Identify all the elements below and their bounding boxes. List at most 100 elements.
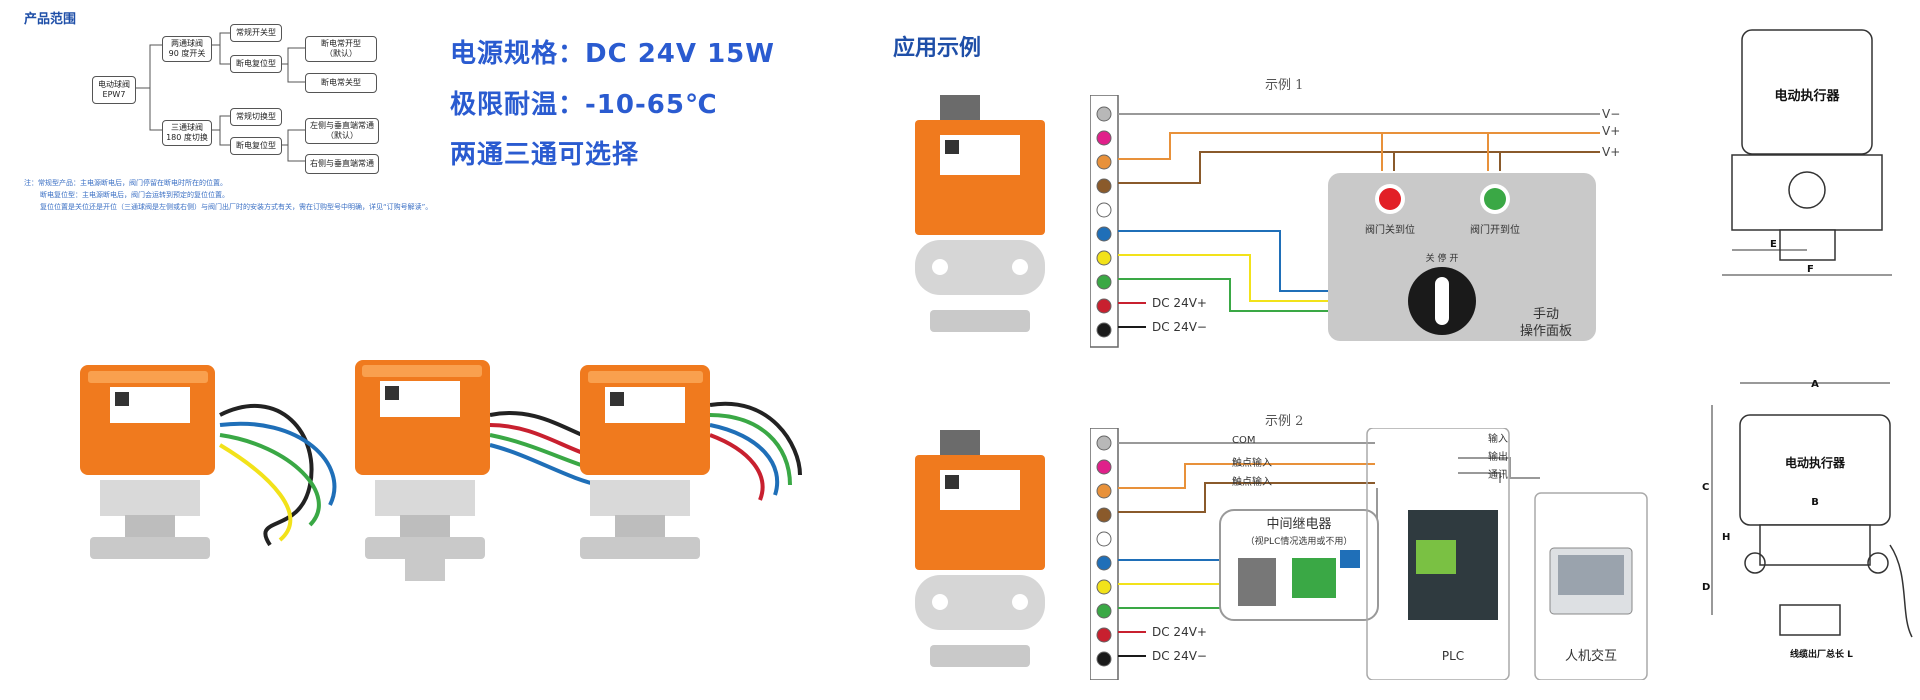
- spec-temperature: 极限耐温：-10-65℃: [450, 90, 718, 120]
- tree-b2-left-open: 左侧与垂直端常通 （默认）: [305, 118, 379, 144]
- terminal-dot: [1096, 483, 1112, 499]
- hmi-enclosure: [1534, 492, 1648, 680]
- contact-input-label-1: 触点输入: [1232, 456, 1272, 469]
- dim-f: F: [1807, 264, 1814, 275]
- product-range-title: 产品范围: [24, 12, 77, 27]
- dimension-drawing-bottom: A 电动执行器 B C D H 线缆出厂总长 L: [1702, 379, 1913, 660]
- example1-valve-image: [915, 95, 1045, 332]
- tree-b2-reset: 断电复位型: [230, 137, 282, 155]
- terminal-dot: [1096, 507, 1112, 523]
- relay-title: 中间继电器: [1266, 517, 1331, 532]
- io-input-label: 输入: [1488, 432, 1508, 445]
- dimension-drawing-top: 电动执行器 E F: [1722, 29, 1892, 276]
- dc-minus-label-1: DC 24V−: [1152, 320, 1207, 334]
- terminal-dot: [1096, 130, 1112, 146]
- tree-b2-right-open: 右侧与垂直端常通: [305, 154, 379, 174]
- dim-e: E: [1770, 239, 1777, 250]
- switch-marks: 关 停 开: [1426, 252, 1459, 264]
- terminal-dot: [1096, 154, 1112, 170]
- v-plus-label-2: V+: [1602, 145, 1620, 159]
- tree-branch2-line2: 180 度切换: [166, 133, 208, 142]
- tree-b1-normally-open: 断电常开型 （默认）: [305, 36, 377, 62]
- terminal-dot: [1096, 459, 1112, 475]
- tree-root-line1: 电动球阀: [98, 80, 130, 89]
- plc-enclosure: [1366, 428, 1510, 680]
- terminal-dot: [1096, 555, 1112, 571]
- dc-plus-label-1: DC 24V+: [1152, 296, 1207, 310]
- tree-b2-reset-text: 断电复位型: [236, 141, 276, 150]
- terminal-dot: [1096, 435, 1112, 451]
- dc-plus-label-2: DC 24V+: [1152, 625, 1207, 639]
- tree-branch2-line1: 三通球阀: [171, 123, 203, 132]
- dim-b: B: [1811, 497, 1819, 508]
- tree-branch1-line1: 两通球阀: [171, 39, 203, 48]
- spec-power: 电源规格：DC 24V 15W: [450, 39, 775, 69]
- tree-b2-standard: 常规切换型: [230, 108, 282, 126]
- terminal-dot: [1096, 226, 1112, 242]
- dc-minus-label-2: DC 24V−: [1152, 649, 1207, 663]
- tree-root-line2: EPW7: [102, 90, 126, 99]
- terminal-dot: [1096, 274, 1112, 290]
- tree-b1-sub1-line2: （默认）: [325, 49, 357, 58]
- tree-b1-standard-text: 常规开关型: [236, 28, 276, 37]
- tree-b1-sub1-line1: 断电常开型: [321, 39, 361, 48]
- example2-valve-image: [915, 430, 1045, 667]
- v-plus-label-1: V+: [1602, 124, 1620, 138]
- dim-bottom-actuator: 电动执行器: [1785, 455, 1846, 470]
- example2-wiring-diagram: COM 触点输入 触点输入 输入 输出 通讯 中间继电器 （视PLC情况选用或不…: [1090, 428, 1648, 680]
- open-position-label: 阀门开到位: [1470, 223, 1520, 236]
- com-label: COM: [1232, 435, 1255, 446]
- close-position-label: 阀门关到位: [1365, 223, 1415, 236]
- terminal-dot: [1096, 178, 1112, 194]
- tree-branch-three-way: 三通球阀 180 度切换: [162, 120, 212, 146]
- terminal-dot: [1096, 531, 1112, 547]
- contact-input-label-2: 触点输入: [1232, 475, 1272, 488]
- tree-b1-sub2-text: 断电常关型: [321, 78, 361, 87]
- note-line-3: 复位位置是关位还是开位（三通球阀是左侧或右侧）与阀门出厂时的安装方式有关，需在订…: [40, 203, 433, 211]
- dim-top-actuator: 电动执行器: [1774, 88, 1840, 104]
- tree-branch1-line2: 90 度开关: [168, 49, 206, 58]
- terminal-dot: [1096, 651, 1112, 667]
- dim-d: D: [1702, 582, 1710, 593]
- example2-title: 示例 2: [1265, 414, 1304, 429]
- terminal-dot: [1096, 250, 1112, 266]
- terminal-dot: [1096, 627, 1112, 643]
- dim-cable-length: 线缆出厂总长 L: [1790, 648, 1853, 660]
- note-line-1: 注：常规型产品：主电源断电后，阀门停留在断电时所在的位置。: [24, 179, 227, 187]
- tree-connectors: [134, 32, 305, 162]
- example1-title: 示例 1: [1265, 78, 1304, 93]
- application-title: 应用示例: [893, 36, 982, 61]
- terminal-dot: [1096, 322, 1112, 338]
- note-line-2: 断电复位型：主电源断电后，阀门会运转到预定的复位位置。: [40, 191, 229, 199]
- io-comm-label: 通讯: [1488, 469, 1508, 481]
- io-output-label: 输出: [1488, 450, 1508, 463]
- terminal-dot: [1096, 202, 1112, 218]
- tree-branch-two-way: 两通球阀 90 度开关: [162, 36, 212, 62]
- tree-b2-sub1-line2: （默认）: [326, 131, 358, 140]
- hmi-label: 人机交互: [1565, 648, 1617, 664]
- tree-b1-standard: 常规开关型: [230, 24, 282, 42]
- tree-b1-reset-text: 断电复位型: [236, 59, 276, 68]
- tree-b2-sub2-text: 右侧与垂直端常通: [310, 159, 374, 168]
- tree-b1-reset: 断电复位型: [230, 55, 282, 73]
- terminal-dot: [1096, 603, 1112, 619]
- panel-label-line2: 操作面板: [1520, 323, 1572, 339]
- tree-root: 电动球阀 EPW7: [92, 76, 136, 104]
- plc-label: PLC: [1442, 649, 1464, 663]
- close-indicator-light: [1379, 188, 1401, 210]
- dim-a: A: [1811, 379, 1819, 390]
- relay-subtitle: （视PLC情况选用或不用）: [1246, 535, 1353, 547]
- spec-option: 两通三通可选择: [450, 140, 640, 170]
- terminal-dot: [1096, 298, 1112, 314]
- terminal-dot: [1096, 106, 1112, 122]
- tree-b2-sub1-line1: 左侧与垂直端常通: [310, 121, 374, 130]
- example1-wiring-diagram: V− V+ V− V+ DC 24V+ DC 24V− 阀门关到位 阀门开到位 …: [1090, 95, 1620, 348]
- terminal-dot: [1096, 579, 1112, 595]
- dim-h: H: [1722, 532, 1730, 543]
- panel-label-line1: 手动: [1533, 307, 1559, 322]
- tree-b1-normally-closed: 断电常关型: [305, 73, 377, 93]
- dim-c: C: [1702, 482, 1709, 493]
- v-minus-label-inline: V−: [1602, 107, 1620, 121]
- open-indicator-light: [1484, 188, 1506, 210]
- tree-b2-standard-text: 常规切换型: [236, 112, 276, 121]
